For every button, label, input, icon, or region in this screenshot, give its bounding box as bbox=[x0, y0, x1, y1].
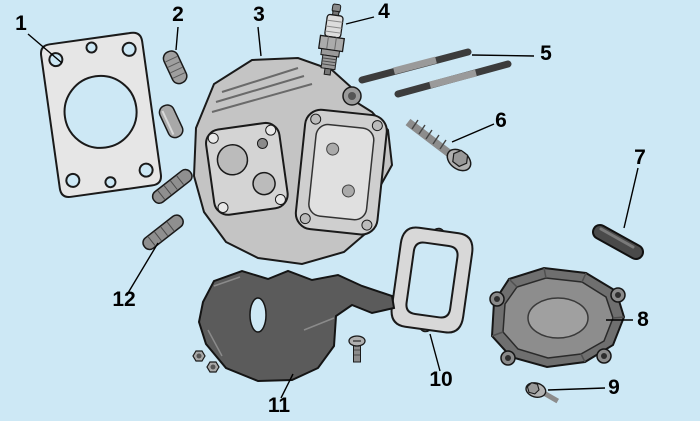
gasket-plate bbox=[39, 31, 162, 198]
callout-12-line bbox=[127, 242, 159, 294]
callout-labels: 1 2 3 4 5 6 7 8 9 10 11 12 bbox=[15, 0, 649, 417]
callout-11-line bbox=[280, 373, 294, 399]
callout-8: 8 bbox=[637, 308, 649, 331]
callout-3: 3 bbox=[253, 3, 265, 26]
callout-3-line bbox=[257, 26, 262, 57]
callout-4: 4 bbox=[378, 0, 390, 23]
cover-mating-face bbox=[294, 108, 388, 236]
part-long-studs bbox=[358, 48, 512, 98]
callout-9: 9 bbox=[608, 376, 620, 399]
part-stud-short bbox=[158, 50, 188, 139]
part-cylinder-head bbox=[192, 56, 394, 266]
cover-dome bbox=[527, 297, 589, 339]
part-pin bbox=[592, 224, 644, 260]
shield-bolt bbox=[348, 335, 366, 363]
callout-7: 7 bbox=[634, 146, 646, 169]
callout-10: 10 bbox=[429, 368, 452, 391]
callout-12: 12 bbox=[112, 288, 135, 311]
gasket-ring bbox=[390, 226, 474, 334]
spark-plug-hole bbox=[348, 92, 356, 100]
heat-shield-body bbox=[197, 269, 396, 383]
part-flange-bolt bbox=[405, 118, 472, 172]
part-valve-cover bbox=[489, 266, 626, 369]
callout-2-line bbox=[175, 26, 179, 51]
plug-electrode bbox=[323, 67, 332, 76]
callout-9-line bbox=[547, 387, 606, 391]
part-studs-pair bbox=[142, 168, 193, 251]
callout-6: 6 bbox=[495, 109, 507, 132]
callout-1-line bbox=[27, 33, 63, 64]
heat-shield-slot bbox=[249, 297, 267, 333]
cooling-fins bbox=[211, 67, 313, 113]
callout-11: 11 bbox=[268, 394, 291, 417]
part-cover-gasket bbox=[390, 226, 474, 334]
callout-5-line bbox=[471, 54, 535, 57]
callout-4-line bbox=[345, 16, 375, 25]
dowel-pin bbox=[158, 104, 184, 139]
callout-5: 5 bbox=[540, 42, 552, 65]
combustion-face bbox=[205, 121, 289, 216]
callout-1: 1 bbox=[15, 12, 27, 35]
callout-7-line bbox=[623, 167, 639, 229]
part-cylinder-head-gasket bbox=[39, 31, 162, 198]
valve-port bbox=[216, 144, 249, 176]
callout-6-line bbox=[451, 123, 495, 143]
part-spark-plug bbox=[317, 3, 346, 76]
callout-2: 2 bbox=[172, 3, 184, 26]
leader-lines bbox=[27, 16, 639, 399]
valve-port bbox=[252, 171, 276, 196]
callout-10-line bbox=[429, 333, 441, 372]
shield-nuts bbox=[192, 350, 220, 373]
part-heat-shield bbox=[192, 269, 396, 383]
part-cover-bolt bbox=[525, 382, 559, 404]
